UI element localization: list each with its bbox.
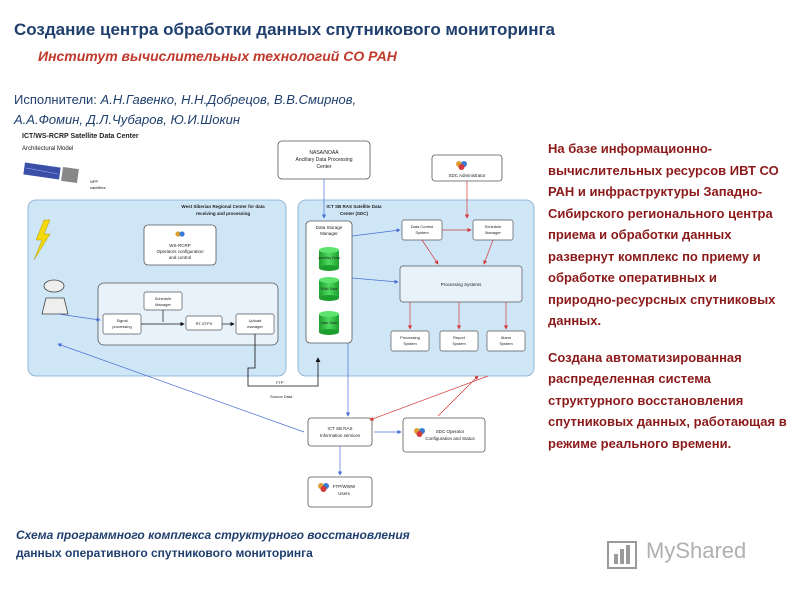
users-icon	[456, 161, 467, 170]
info-services-line-2: Information services	[320, 433, 361, 438]
ws-rcrp-box	[143, 224, 217, 266]
schedule-manager-right-line-1: Schedule	[485, 224, 502, 229]
database-icon	[319, 247, 339, 271]
processing-systems-box	[399, 265, 523, 303]
description-paragraph-2: Создана автоматизированная распределенна…	[548, 349, 787, 451]
slide-title: Создание центра обработки данных спутник…	[14, 20, 556, 39]
authors-line-2: А.А.Фомин, Д.Л.Чубаров, Ю.И.Шокин	[14, 112, 241, 127]
ws-rcrp-line-1: WS-RCRP	[169, 243, 191, 248]
nasa-box-line-1: NASA/NOAA	[309, 150, 339, 156]
description-paragraph-1: На базе информационно-вычислительных рес…	[548, 141, 779, 328]
west-center-line-1: West Siberian Regional Center for data	[181, 204, 265, 209]
lightning-icon	[33, 219, 51, 261]
antenna-dish-icon	[41, 279, 69, 315]
info-services-line-1: ICT SB RAS	[328, 426, 353, 431]
sdc-title-line-1: ICT SB RAS Satellite Data	[326, 204, 382, 209]
database-icon	[319, 311, 339, 335]
alarm-system-line-2: System	[499, 341, 513, 346]
satellite-icon	[23, 162, 79, 184]
report-system-box	[439, 330, 479, 352]
data-control-line-1: Data Control	[411, 224, 434, 229]
description-text: На базе информационно-вычислительных рес…	[548, 138, 788, 469]
ws-rcrp-line-2: Operators configuration	[156, 249, 204, 254]
operator-users-icon	[414, 428, 425, 437]
logo-text-shared: Shared	[675, 538, 747, 563]
ftp-users-icon	[318, 483, 329, 492]
sdc-title-line-2: Center (SDC)	[340, 211, 369, 216]
database-icon	[319, 277, 339, 301]
ftp-label: FTP	[276, 380, 284, 385]
nasa-box-line-3: Center	[316, 164, 331, 170]
processing-system-line-2: System	[403, 341, 417, 346]
data-control-line-2: System	[415, 230, 429, 235]
nasa-box-line-2: Ancillary Data Processing	[296, 157, 353, 163]
processing-system-line-1: Processing	[400, 335, 420, 340]
schedule-manager-left-line-1: Schedule	[155, 296, 172, 301]
upload-manager-line-1: Upload	[249, 318, 262, 323]
rt-stps-label: RT-STPS	[196, 321, 213, 326]
authors-block: Исполнители: А.Н.Гавенко, Н.Н.Добрецов, …	[14, 90, 356, 130]
satellite-label-1: NPP	[90, 179, 99, 184]
sdc-operator-box	[402, 417, 486, 453]
myshared-logo-icon	[607, 541, 637, 569]
authors-label: Исполнители:	[14, 92, 97, 107]
caption-line-1: Схема программного комплекса структурног…	[16, 528, 410, 542]
satellite-label-2: satellites	[90, 185, 106, 190]
logo-text-my: My	[646, 538, 676, 563]
db-raw-label: RAW Data	[321, 287, 337, 291]
upload-manager-line-2: manager	[247, 324, 263, 329]
sdc-operator-line-1: SDC Operator	[436, 429, 465, 434]
diagram-subheading: Architectural Model	[22, 146, 73, 152]
report-system-line-2: System	[452, 341, 466, 346]
signal-processing-line-2: processing	[112, 324, 131, 329]
information-services-box	[307, 417, 373, 447]
sdc-admin-label: SDC Administrator	[448, 173, 486, 178]
signal-processing-line-1: Signal	[116, 318, 127, 323]
processing-systems-label: Processing Systems	[441, 282, 483, 287]
schedule-manager-left-box	[143, 291, 183, 311]
sdc-operator-line-2: Configuration and Status	[425, 436, 475, 441]
diagram-heading: ICT/WS-RCRP Satellite Data Center	[22, 133, 139, 140]
alarm-system-box	[486, 330, 526, 352]
data-storage-line-2: Manager	[320, 231, 338, 236]
schedule-manager-left-line-2: Manager	[155, 302, 171, 307]
ftp-users-line-2: Users	[338, 491, 351, 496]
west-center-line-2: receiving and processing	[196, 211, 251, 216]
db-user-label: User Data	[321, 321, 337, 325]
processing-system-box	[390, 330, 430, 352]
db-ancillary-label: Ancillary Data	[318, 256, 340, 260]
schedule-manager-right-line-2: Manager	[485, 230, 501, 235]
slide-subtitle: Институт вычислительных технологий СО РА…	[38, 48, 397, 64]
logo-text: MyShared	[646, 538, 746, 564]
caption-line-2: данных оперативного спутникового монитор…	[16, 546, 313, 560]
source-data-label: Source Data	[270, 394, 293, 399]
operators-icon	[175, 231, 185, 237]
processing-chain-group	[97, 282, 279, 346]
rt-stps-box	[185, 315, 223, 331]
authors-line-1: А.Н.Гавенко, Н.Н.Добрецов, В.В.Смирнов,	[100, 92, 357, 107]
ws-rcrp-line-3: and control	[169, 255, 191, 260]
report-system-line-1: Report	[453, 335, 466, 340]
alarm-system-line-1: Alarm	[501, 335, 512, 340]
data-storage-line-1: Data Storage	[316, 225, 343, 230]
architecture-diagram: ICT/WS-RCRP Satellite Data Center Archit…	[22, 133, 535, 508]
ftp-users-line-1: FTP/WWW	[333, 484, 356, 489]
diagram-caption: Схема программного комплекса структурног…	[16, 526, 410, 562]
